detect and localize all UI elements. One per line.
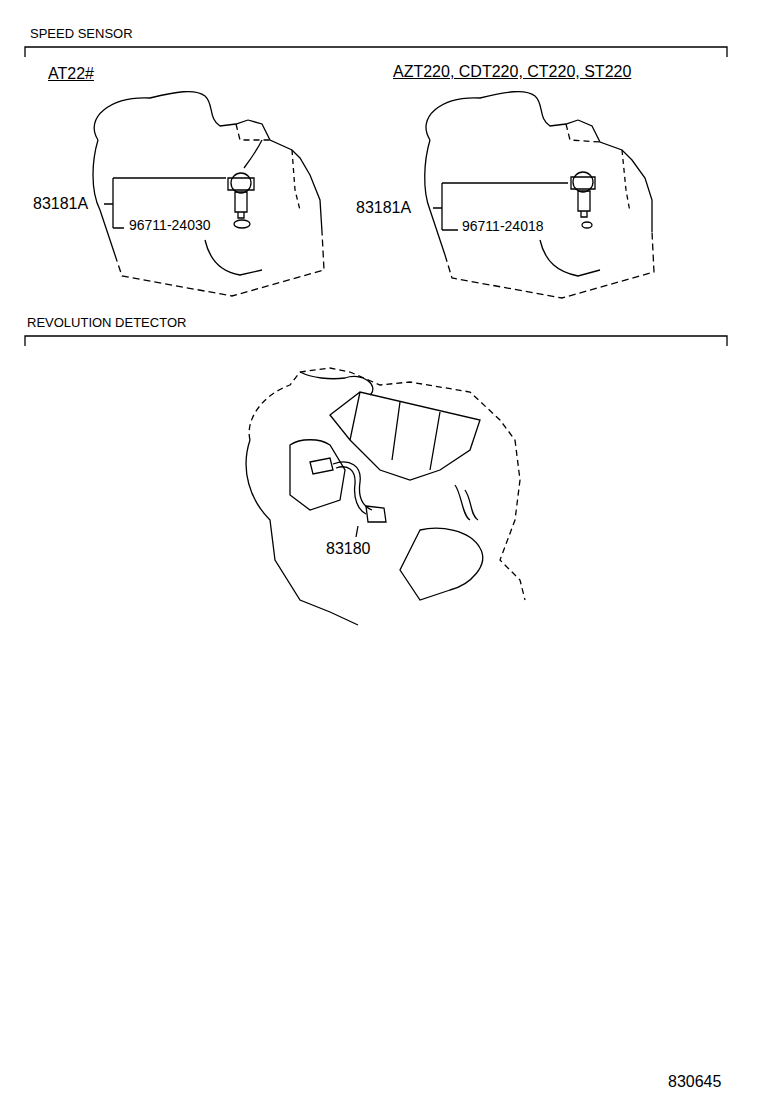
speed-sensor-symbol (571, 172, 595, 228)
model-code: AT22# (48, 66, 94, 82)
figure-number: 830645 (668, 1074, 721, 1090)
leader-line (356, 526, 358, 537)
section-bracket (25, 47, 727, 57)
transmission-outline (425, 92, 654, 298)
engine-outline (246, 368, 525, 625)
model-code: AZT220, CDT220, CT220, ST220 (393, 64, 631, 80)
section-title: SPEED SENSOR (30, 27, 133, 40)
part-number: 83181A (33, 196, 88, 212)
section-bracket (25, 336, 727, 346)
section-title: REVOLUTION DETECTOR (27, 316, 186, 329)
transmission-outline (93, 92, 324, 296)
part-number: 83180 (326, 541, 371, 557)
part-number: 96711-24030 (129, 218, 210, 232)
part-number: 83181A (356, 200, 411, 216)
part-number: 96711-24018 (462, 219, 543, 233)
revolution-detector-symbol (310, 458, 386, 522)
speed-sensor-symbol (228, 173, 254, 228)
